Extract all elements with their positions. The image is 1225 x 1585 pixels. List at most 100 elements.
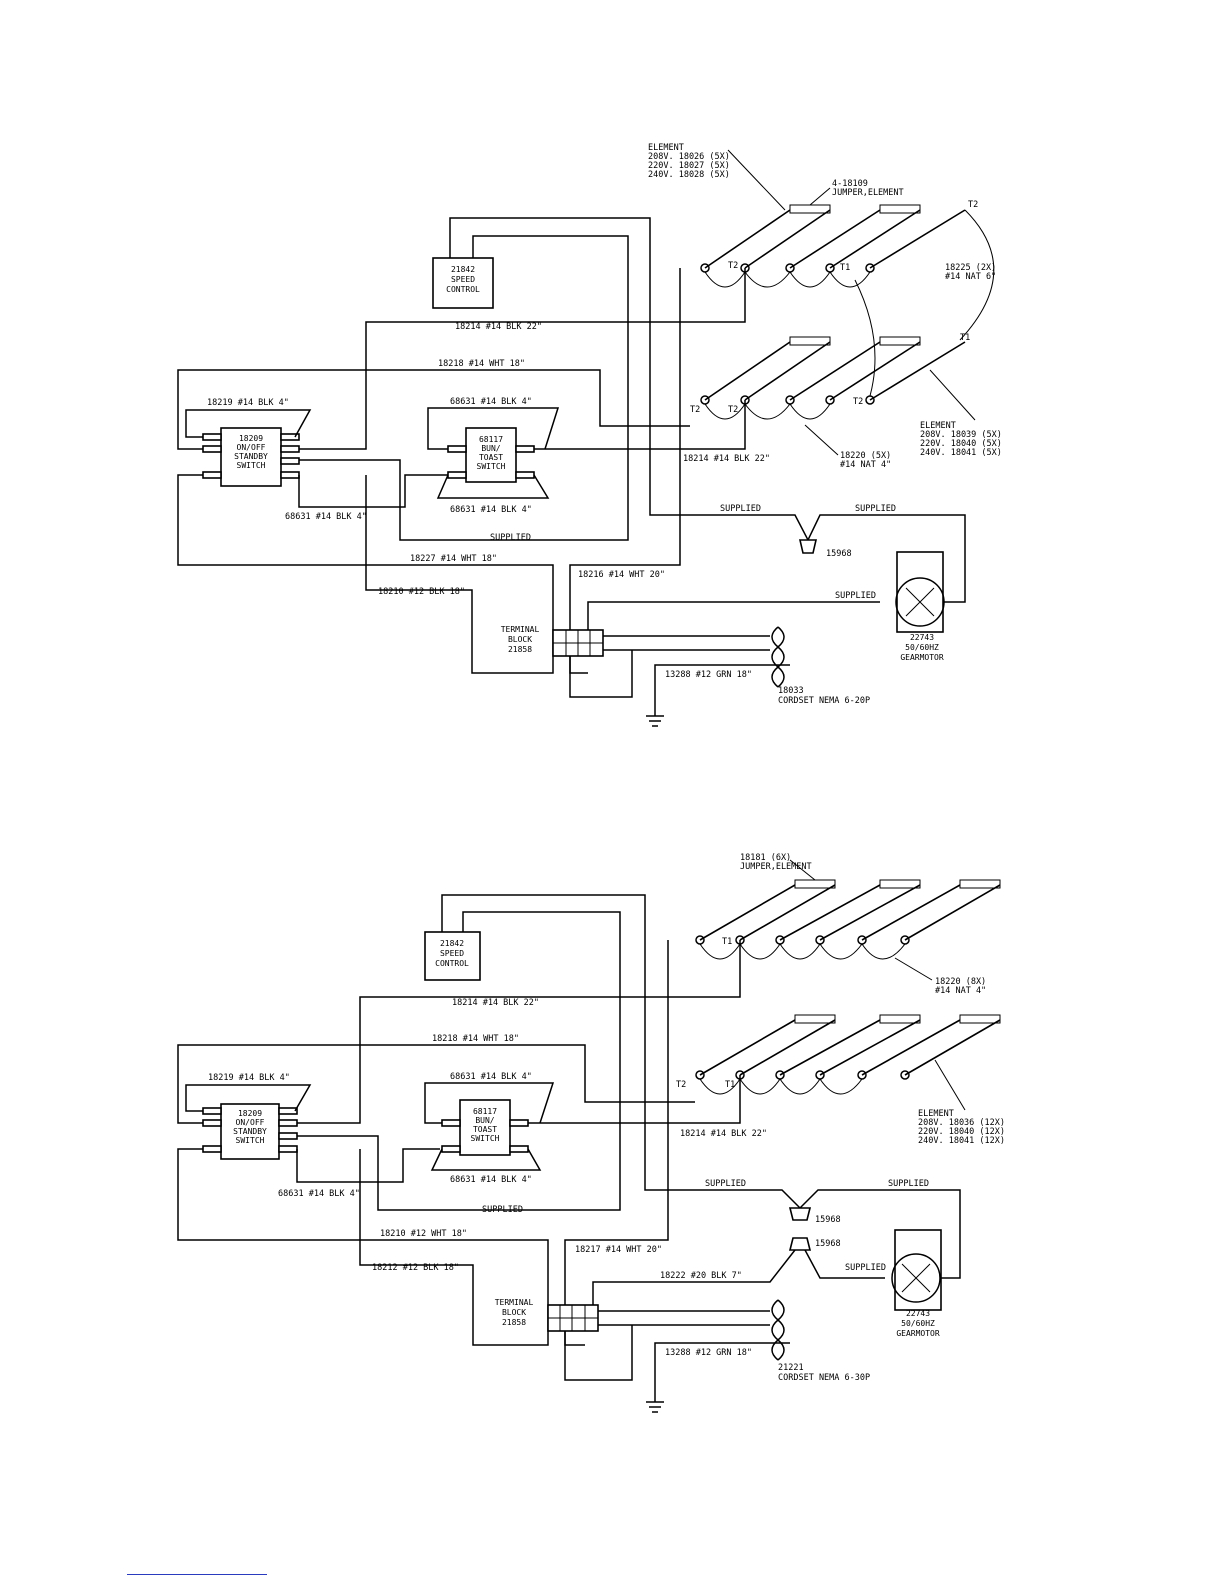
gearmotor-icon: [895, 577, 945, 627]
heating-elements-top-row-2: T1: [695, 879, 1001, 960]
w-18217-label: 18217 #14 WHT 20": [575, 1245, 662, 1255]
t1-b: T1: [960, 333, 970, 343]
wire-18219-2: [185, 1084, 312, 1112]
t1-d: T1: [725, 1080, 735, 1090]
wire-18219: [185, 409, 312, 438]
gearmotor-icon-2: [891, 1253, 941, 1303]
term-l1: [202, 433, 222, 441]
w-18218-label-2: 18218 #14 WHT 18": [432, 1034, 519, 1044]
supplied-1-b: SUPPLIED: [482, 1205, 523, 1215]
footer-rule: [127, 1574, 267, 1575]
wire-18210-2: [177, 1148, 549, 1346]
onoff-switch-box: [220, 427, 282, 487]
wire-68631-bottom-2: [430, 1148, 542, 1171]
wire-68631-top-2: [424, 1082, 555, 1124]
wire-speed-switch-2: [290, 911, 621, 1211]
wire-ground-2: [564, 1325, 633, 1381]
wire-13288-2: [654, 1342, 790, 1380]
w-68631-c-label: 68631 #14 BLK 4": [450, 505, 532, 515]
speed-control-box-2: [424, 931, 481, 981]
t2-d: T2: [728, 405, 738, 415]
t2-e: T2: [853, 397, 863, 407]
bun-term-l2: [447, 471, 467, 479]
t2-b: T2: [728, 261, 738, 271]
w-18214-top-label: 18214 #14 BLK 22": [455, 322, 542, 332]
w-18214-mid-label: 18214 #14 BLK 22": [683, 454, 770, 464]
supplied-2-b: SUPPLIED: [705, 1179, 746, 1189]
w-18227-label: 18227 #14 WHT 18": [410, 554, 497, 564]
w-68631-a-label: 68631 #14 BLK 4": [285, 512, 367, 522]
term-l2: [202, 445, 222, 453]
wire-18214-top: [299, 268, 746, 450]
wire-speed-switch: [290, 235, 629, 541]
wire-18222: [592, 1249, 796, 1305]
bun-term-l1: [447, 445, 467, 453]
w-18210-label: 18210 #12 BLK 18": [378, 587, 465, 597]
wire-18225-label: 18225 (2X)#14 NAT 6": [945, 263, 996, 282]
w-68631-b-label: 68631 #14 BLK 4": [450, 397, 532, 407]
heating-elements-bottom-row: T1 T2 T2 T2: [690, 279, 970, 420]
wire-18218: [177, 369, 690, 450]
supplied-3: SUPPLIED: [855, 504, 896, 514]
wire-18210: [365, 475, 538, 674]
bun-switch-box: [465, 427, 517, 483]
t2-a: T2: [968, 200, 978, 210]
wire-18214-mid: [534, 400, 746, 450]
wire-18212: [359, 1149, 538, 1346]
connector-15968-a: [788, 1207, 812, 1221]
wire-speed-supplied-2: [441, 894, 690, 1191]
heating-elements-top-row: T2 T2 T1: [700, 200, 995, 341]
w-18218-label: 18218 #14 WHT 18": [438, 359, 525, 369]
t2-f: T2: [676, 1080, 686, 1090]
cordset-plug: [771, 626, 785, 688]
term-r3: [280, 457, 300, 465]
bun-switch-box-2: [459, 1099, 511, 1156]
wire-68631-left: [298, 474, 448, 508]
t1-c: T1: [722, 937, 732, 947]
wire-18217: [564, 940, 669, 1346]
connector-label-2: 15968: [815, 1239, 841, 1249]
term-r2: [280, 445, 300, 453]
term-l3: [202, 471, 222, 479]
speed-control-box: [432, 257, 494, 309]
connector-15968: [798, 539, 818, 554]
w-18214-mid-label-2: 18214 #14 BLK 22": [680, 1129, 767, 1139]
wire-18214-mid-2: [528, 1075, 741, 1124]
wire-supplied-motor: [587, 601, 880, 630]
wire-18220-label-2: 18220 (8X)#14 NAT 4": [935, 977, 986, 996]
wire-18218-2: [177, 1044, 695, 1124]
w-18222-label: 18222 #20 BLK 7": [660, 1271, 742, 1281]
t1-a: T1: [840, 263, 850, 273]
t2-c: T2: [690, 405, 700, 415]
supplied-4: SUPPLIED: [835, 591, 876, 601]
w-68631-b-label-2: 68631 #14 BLK 4": [450, 1072, 532, 1082]
term-r1: [280, 433, 300, 441]
supplied-1: SUPPLIED: [490, 533, 531, 543]
w-13288-label-2: 13288 #12 GRN 18": [665, 1348, 752, 1358]
wire-13288: [654, 664, 790, 697]
wire-68631-left-2: [296, 1148, 440, 1183]
wire-ground: [569, 650, 633, 698]
wire-supplied-motor-2: [804, 1249, 885, 1279]
wire-68631-top: [427, 407, 560, 450]
w-18212-label: 18212 #12 BLK 18": [372, 1263, 459, 1273]
connector-label: 15968: [826, 549, 852, 559]
wire-speed-supplied: [449, 217, 680, 516]
heating-elements-bottom-row-2: T2 T1: [676, 1014, 1001, 1095]
